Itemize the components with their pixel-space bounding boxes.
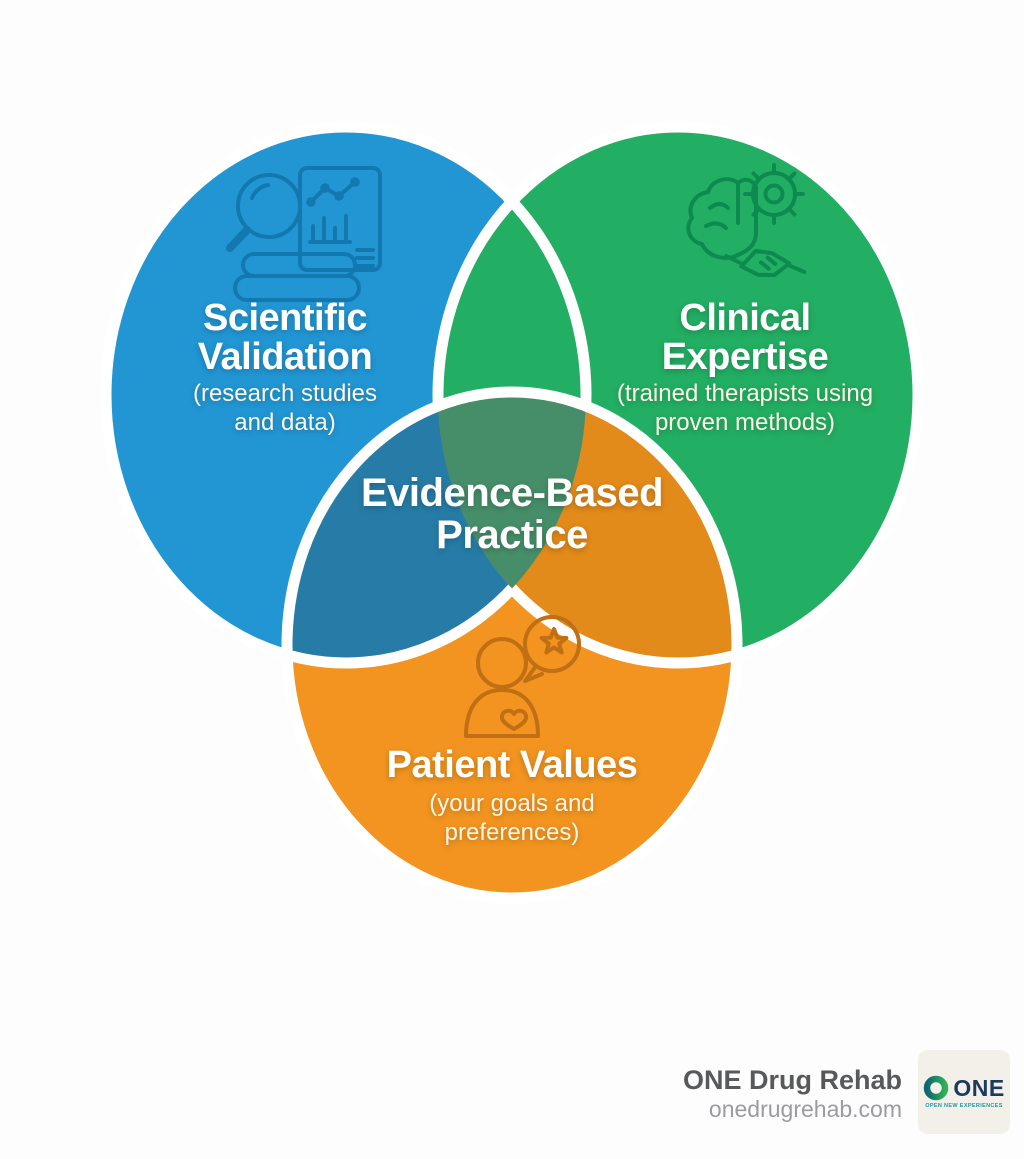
magnifier-chart-books-icon: [226, 166, 382, 302]
patient-subtitle-line1: (your goals and: [429, 790, 594, 817]
scientific-subtitle-line1: (research studies: [193, 380, 377, 407]
scientific-subtitle-line2: and data): [234, 409, 335, 436]
scientific-title-line1: Scientific: [203, 297, 367, 339]
clinical-circle-outline: [432, 121, 924, 669]
clinical-title-line2: Expertise: [662, 336, 829, 378]
patient-subtitle-line2: preferences): [445, 819, 580, 846]
clinical-title-line1: Clinical: [679, 297, 810, 339]
brand-name: ONE Drug Rehab: [682, 1065, 902, 1095]
clinical-subtitle-line2: proven methods): [655, 409, 835, 436]
scientific-title-line2: Validation: [198, 336, 372, 378]
one-logo-card: ONE OPEN NEW EXPERIENCES: [918, 1050, 1010, 1134]
person-heart-star-icon: [464, 615, 581, 738]
patient-circle-outline: [281, 386, 743, 904]
center-label-line2: Practice: [436, 513, 588, 557]
brand-website: onedrugrehab.com: [708, 1095, 902, 1122]
center-label-line1: Evidence-Based: [361, 471, 663, 515]
clinical-subtitle-line1: (trained therapists using: [617, 380, 873, 407]
brain-gear-handshake-icon: [686, 163, 807, 278]
logo-one-text: ONE: [953, 1074, 1005, 1101]
one-ring-logo-icon: [924, 1075, 949, 1101]
footer: ONE Drug Rehab onedrugrehab.com ONE OPEN…: [683, 1050, 1010, 1134]
patient-title: Patient Values: [387, 744, 638, 786]
logo-tagline: OPEN NEW EXPERIENCES: [925, 1103, 1003, 1109]
scientific-circle-outline: [100, 121, 592, 669]
